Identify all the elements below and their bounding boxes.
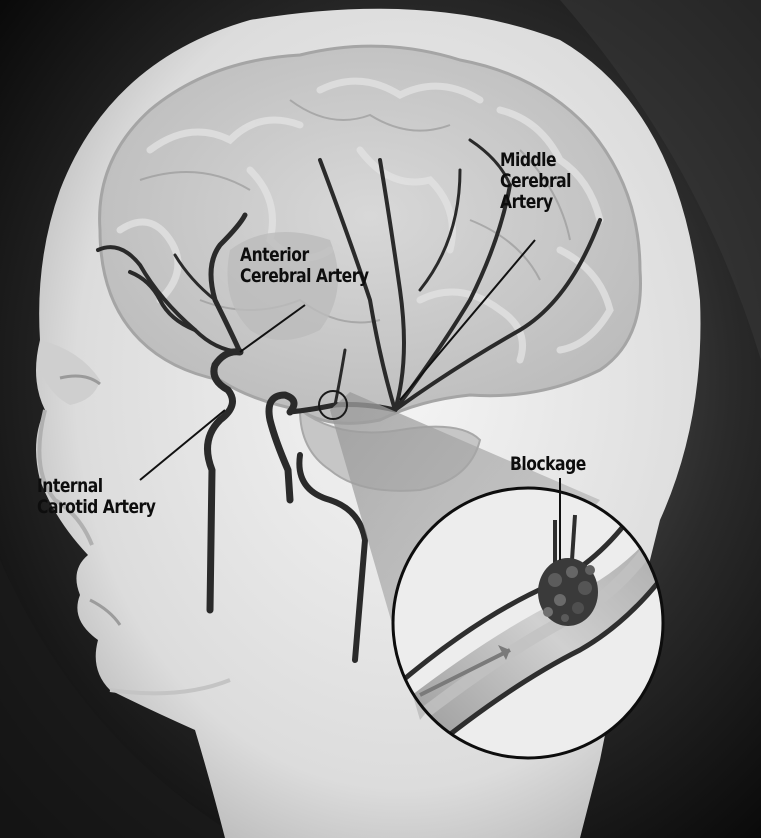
label-middle-line1: Middle [500, 150, 571, 171]
label-blockage-line1: Blockage [510, 454, 586, 475]
label-anterior-line1: Anterior [240, 245, 369, 266]
label-internal-carotid-artery: Internal Carotid Artery [37, 476, 155, 518]
label-blockage: Blockage [510, 454, 586, 475]
label-internal-line1: Internal [37, 476, 155, 497]
label-internal-line2: Carotid Artery [37, 497, 155, 518]
label-anterior-cerebral-artery: Anterior Cerebral Artery [240, 245, 369, 287]
label-middle-cerebral-artery: Middle Cerebral Artery [500, 150, 571, 213]
brain-cortex [100, 46, 641, 423]
plaque-blockage [538, 558, 598, 626]
label-anterior-line2: Cerebral Artery [240, 266, 369, 287]
label-middle-line3: Artery [500, 192, 571, 213]
label-middle-line2: Cerebral [500, 171, 571, 192]
